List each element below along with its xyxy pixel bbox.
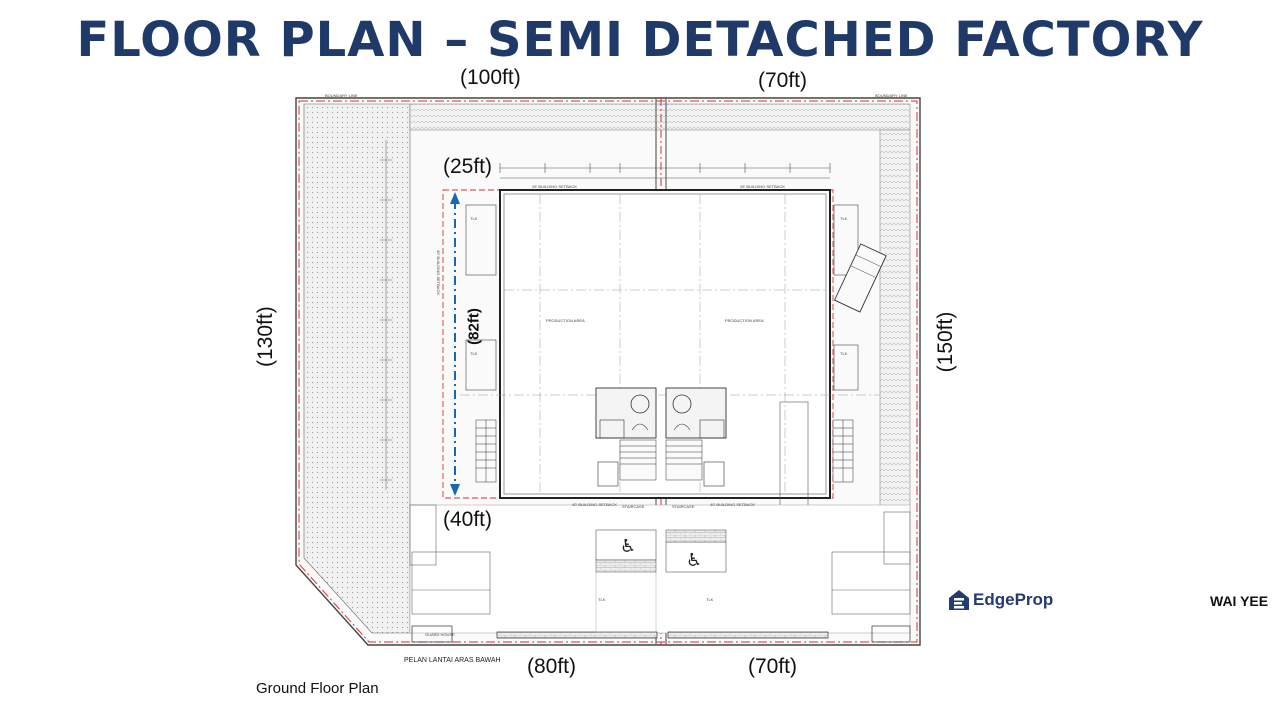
- central-staircase: [619, 439, 703, 481]
- brand-edge: Edge: [973, 590, 1015, 609]
- factory-building: [499, 189, 831, 499]
- loading-bay: [833, 243, 887, 313]
- toilet-block-right: [665, 387, 727, 439]
- tlk-label-3: TLK: [840, 216, 848, 221]
- side-setback-label: 40' BUILDING SETBACK: [436, 250, 441, 295]
- driveway-area: [409, 504, 911, 634]
- production-area-left: PRODUCTION AREA: [546, 318, 585, 323]
- dimension-inner-height: (82ft): [465, 308, 483, 345]
- agent-name: WAI YEE: [1210, 593, 1269, 609]
- tlk-label-5: TLK: [598, 597, 606, 602]
- wheelchair-icon: ♿: [620, 536, 636, 557]
- staircase-label-left: STAIRCASE: [622, 504, 645, 509]
- front-gate-left: [496, 631, 658, 639]
- toilet-block-left: [595, 387, 657, 439]
- dimension-setback-top: (25ft): [443, 155, 493, 178]
- setback-top-label-left: 25' BUILDING SETBACK: [532, 184, 577, 189]
- dimension-bottom-left: (80ft): [527, 655, 577, 678]
- dimension-top-left: (100ft): [460, 66, 521, 89]
- dimension-left-side: (130ft): [254, 306, 277, 367]
- side-staircase-left: [475, 419, 497, 483]
- guard-house-left: [411, 625, 453, 643]
- red-boundary-line: [298, 100, 918, 643]
- edgeprop-logo-icon: [949, 590, 969, 610]
- production-area-right: PRODUCTION AREA: [725, 318, 764, 323]
- front-gate-right: [667, 631, 829, 639]
- boundary-label-left: BOUNDARY LINE: [325, 93, 358, 98]
- dimension-top-right: (70ft): [758, 69, 808, 92]
- side-staircase-right: [832, 419, 854, 483]
- setback-top-label-right: 25' BUILDING SETBACK: [740, 184, 785, 189]
- brand-prop: Prop: [1014, 590, 1054, 609]
- right-landscape-strip: [879, 129, 911, 513]
- guard-house-label: GUARD HOUSE: [425, 632, 455, 637]
- boundary-label-right: BOUNDARY LINE: [875, 93, 908, 98]
- top-landscape-strip: [409, 103, 911, 131]
- tlk-label-2: TLK: [470, 351, 478, 356]
- guard-house-right: [871, 625, 911, 643]
- dimension-right-side: (150ft): [934, 311, 957, 373]
- setback-bottom-label-right: 40' BUILDING SETBACK: [710, 502, 755, 507]
- edgeprop-logo: EdgeProp: [948, 589, 1053, 611]
- dimension-bottom-right: (70ft): [748, 655, 798, 678]
- plan-caption: Ground Floor Plan: [256, 680, 379, 697]
- setback-bottom-label-left: 40' BUILDING SETBACK: [572, 502, 617, 507]
- tlk-label-1: TLK: [470, 216, 478, 221]
- left-landscape-area: [303, 103, 411, 634]
- tlk-label-4: TLK: [840, 351, 848, 356]
- wheelchair-icon-2: ♿: [686, 550, 702, 571]
- dimension-setback-bottom: (40ft): [443, 508, 493, 531]
- tlk-label-6: TLK: [706, 597, 714, 602]
- drawing-name: PELAN LANTAI ARAS BAWAH: [404, 657, 501, 664]
- page-title: FLOOR PLAN – SEMI DETACHED FACTORY: [76, 12, 1204, 68]
- staircase-label-right: STAIRCASE: [672, 504, 695, 509]
